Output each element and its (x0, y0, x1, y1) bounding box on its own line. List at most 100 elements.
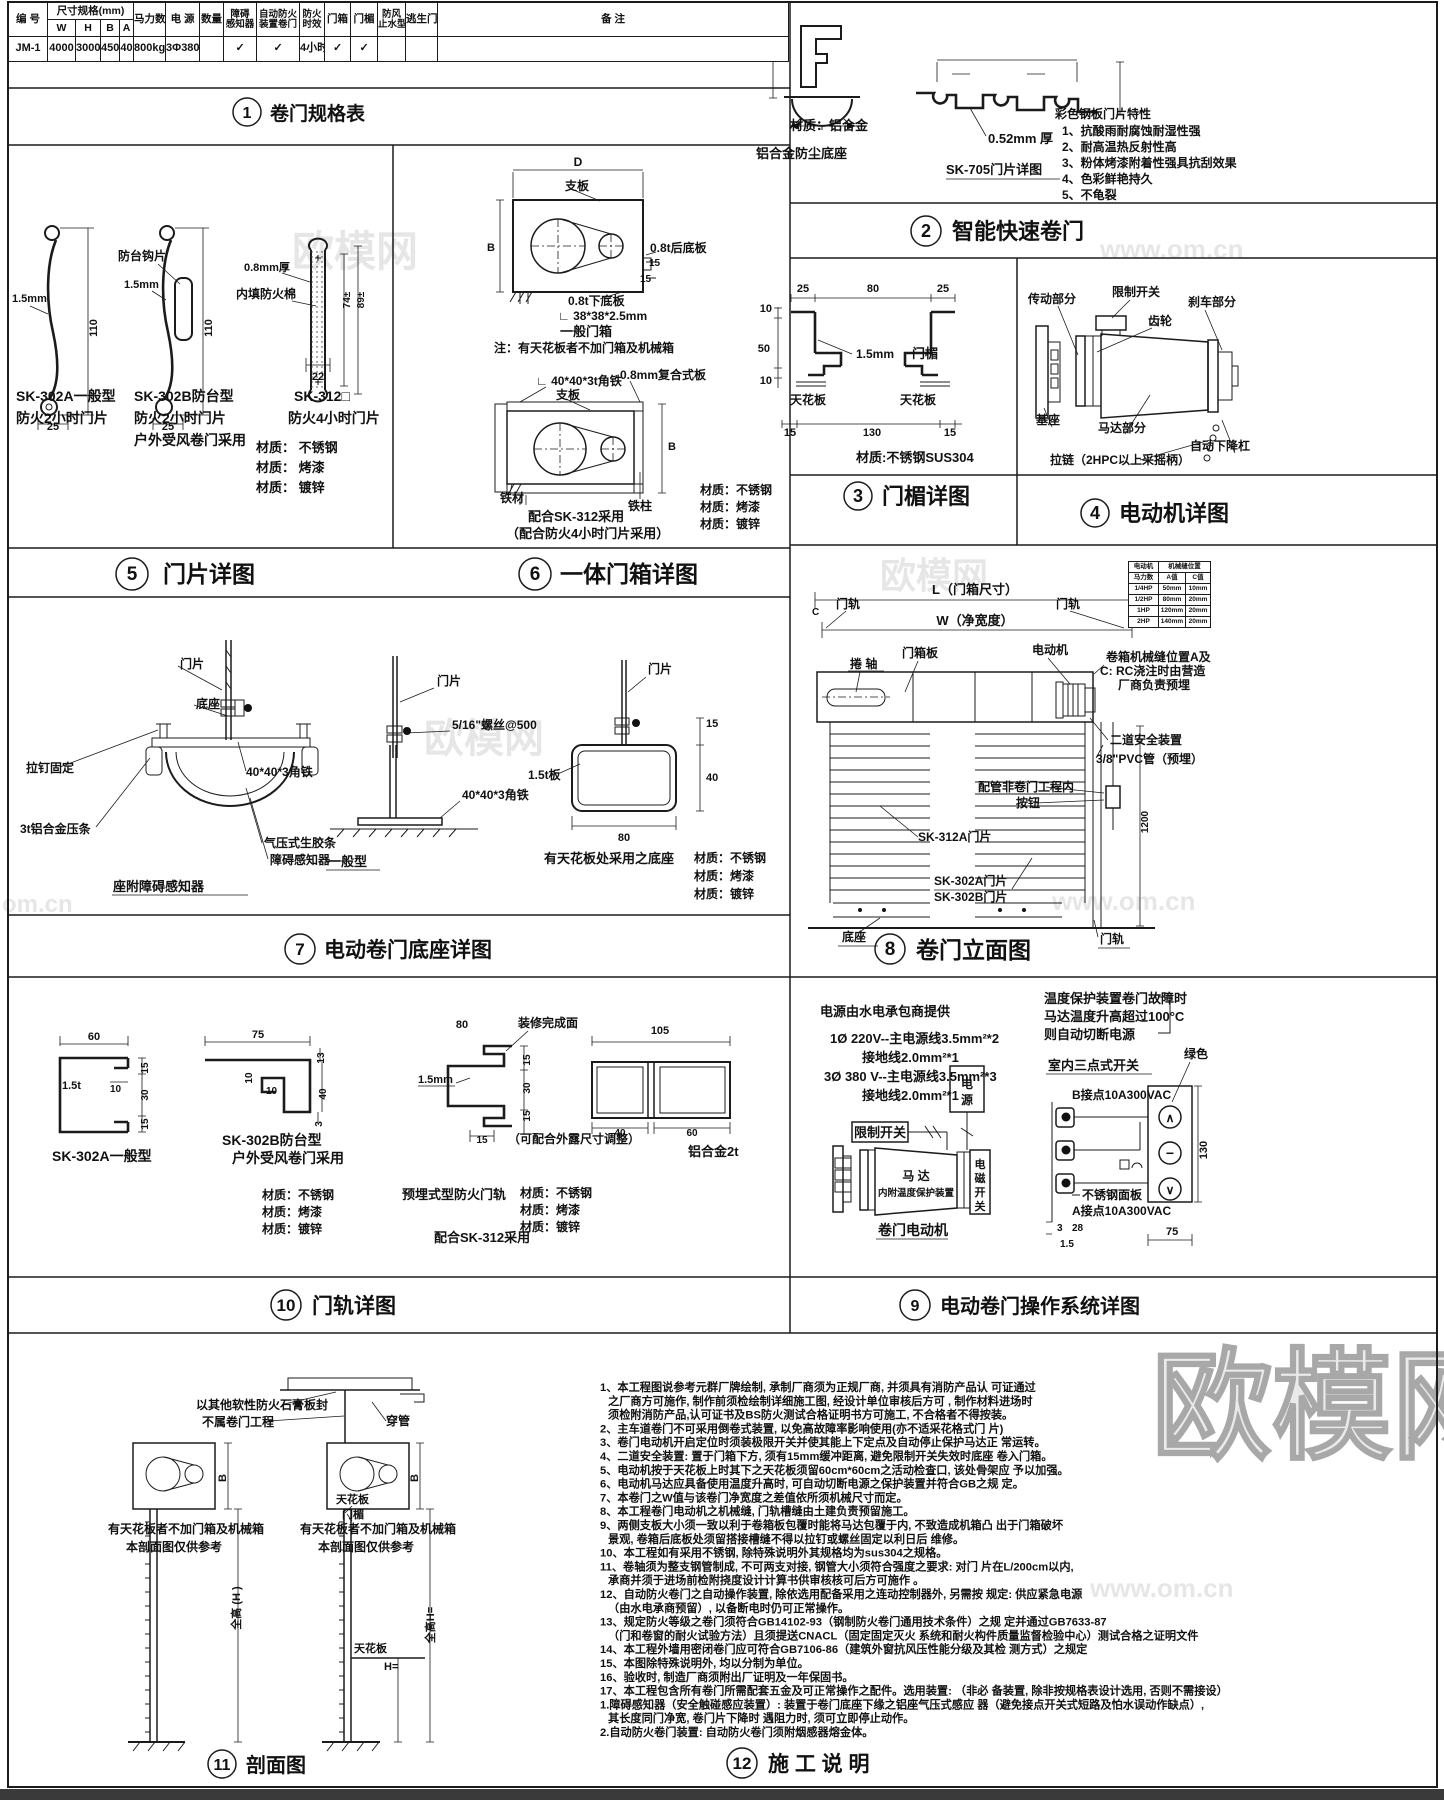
spec-cell-lintel: ✓ (350, 36, 379, 62)
p9-wire2: 接地线2.0mm²*1 (862, 1050, 959, 1065)
p11-ceiling: 天花板 (354, 1641, 388, 1655)
panel-section-drawing (128, 1377, 434, 1752)
panel-number: 7 (295, 940, 304, 959)
spec-col-power: 电 源 (165, 2, 201, 37)
spec-col-sensor: 障碍 感知器 (223, 2, 258, 37)
spec-cell-remark (437, 36, 790, 62)
construction-note-line: 承商并须于进场前检附挠度设计计算书供审核核可后方可施作 。 (607, 1573, 924, 1587)
p6-mat-3: 材质：镀锌 (699, 516, 760, 531)
p10-c-d1: 15 (522, 1054, 533, 1066)
p5-b-110: 110 (203, 319, 215, 337)
panel-number-circle (910, 215, 942, 247)
p11-b-r: B (409, 1474, 421, 1482)
panel-bases-drawing (59, 640, 704, 896)
p2-thickness: 0.52mm 厚 (988, 131, 1053, 146)
bottom-bar (0, 1789, 1444, 1800)
p8-base: 底座 (842, 929, 866, 944)
motor-gap-cell: 20mm (1185, 605, 1211, 617)
spec-cell-box: ✓ (324, 36, 352, 62)
p7-l-name: 座附障碍感知器 (112, 879, 205, 894)
p3-dim-10t: 10 (760, 303, 772, 315)
p5-a-name1: SK-302A一般型 (16, 388, 116, 404)
watermark: om.cn (2, 891, 73, 918)
p8-1200: 1200 (1140, 810, 1151, 833)
p10-mat1-2: 材质：烤漆 (261, 1204, 322, 1219)
p5-b-name2: 防火2小时门片 (134, 410, 226, 426)
p9-wire3: 3Ø 380 V--主电源线3.5mm²*3 (824, 1069, 997, 1084)
p3-material: 材质:不锈钢SUS304 (856, 450, 975, 465)
p7-m-slat: 门片 (437, 673, 461, 688)
construction-note-line: 景观, 卷箱后底板处须留搭接槽缝不得以拉钉或螺丝固定以利日后 维修。 (607, 1532, 964, 1546)
mt-col-a: A值 (1158, 572, 1186, 584)
p8-sk312: SK-312A门片 (918, 829, 991, 844)
p8-dim-w: W（净宽度） (936, 613, 1013, 628)
p9-temp3: 则自动切断电源 (1044, 1027, 1135, 1042)
panel-title-text: 智能快速卷门 (952, 219, 1084, 244)
watermark: www.om.cn (1089, 1573, 1234, 1603)
mt-col-hp: 马力数 (1128, 572, 1159, 584)
watermark: 欧模网 (1152, 1340, 1444, 1474)
p5-c-thk: 0.8mm厚 (244, 261, 290, 274)
p2-material: 材质：铝合金 (790, 118, 869, 133)
spec-cell-sensor: ✓ (223, 36, 258, 62)
p2-base-caption: 铝合金防尘底座 (756, 146, 847, 161)
p9-d15: 1.5 (1060, 1239, 1074, 1250)
p6-name1: 一般门箱 (560, 324, 612, 339)
p11-gypsum1: 以其他软性防火石膏板封 (196, 1397, 328, 1412)
spec-col-auto-line2: 装置卷门 (259, 18, 298, 30)
p6-note: 注：有天花板者不加门箱及机械箱 (494, 340, 674, 355)
p9-acontact: A接点10A300VAC (1072, 1203, 1171, 1218)
p10-c-finish: 装修完成面 (517, 1015, 578, 1030)
p7-l-rubber: 气压式生胶条 (263, 835, 337, 850)
construction-note-line: 16、验收时, 制造厂商须附出厂证明及一年保固书。 (600, 1670, 854, 1684)
spec-col-h: H (75, 19, 101, 37)
p3-dim-15l: 15 (784, 427, 796, 439)
panel-number: 2 (921, 221, 931, 241)
spec-cell-escape (405, 36, 439, 62)
spec-col-fire-line1: 防火 (302, 8, 322, 20)
p9-panel: 不锈钢面板 (1082, 1187, 1143, 1202)
spec-col-hp: 马力数 (133, 2, 167, 37)
p5-c-name1: SK-312□ (294, 388, 350, 404)
p5-mat-3: 材质： 镀锌 (256, 480, 325, 495)
panel-number: 10 (277, 1296, 296, 1315)
p9-mag3: 开 (975, 1186, 986, 1199)
construction-note-line: 2.自动防火卷门装置: 自动防火卷门须附烟感器熔金体。 (600, 1725, 873, 1739)
p7-mat-3: 材质：镀锌 (693, 886, 754, 901)
p10-mat2-1: 材质：不锈钢 (519, 1185, 592, 1200)
p10-a-d1: 15 (140, 1062, 151, 1074)
panel-title-text: 剖面图 (246, 1753, 306, 1777)
p7-m-screw: 5/16"螺丝@500 (452, 717, 537, 732)
p9-btn-stop: − (1166, 1145, 1174, 1161)
p11-note1l: 有天花板者不加门箱及机械箱 (108, 1521, 264, 1536)
p3-dim-130: 130 (863, 427, 881, 439)
p7-m-name: 一般型 (328, 854, 367, 869)
p10-c-80: 80 (456, 1019, 468, 1031)
p8-c: C (812, 607, 819, 618)
p10-mat1-3: 材质：镀锌 (261, 1221, 322, 1236)
p11-note2l: 本剖面图仅供参考 (126, 1539, 222, 1554)
construction-note-line: 2、主车道卷门不可采用倒卷式装置, 以免高故障率影响使用(亦不适采花格式门 片) (600, 1421, 1004, 1435)
p3-dim-50: 50 (758, 343, 770, 355)
p10-d-60: 60 (686, 1128, 698, 1139)
p8-gapnote1: 卷箱机械缝位置A及 (1105, 649, 1212, 664)
p9-temp2: 马达温度升高超过100°C (1044, 1009, 1185, 1024)
construction-note-line: 11、卷轴须为整支钢管制成, 不可两支对接, 钢管大小须符合强度之要求: 对门 … (600, 1559, 1074, 1573)
p9-wire4: 接地线2.0mm²*1 (862, 1088, 959, 1103)
p3-ceiling-r: 天花板 (900, 392, 937, 407)
p6-dim-b2: B (668, 441, 676, 453)
p10-a-10: 10 (110, 1084, 122, 1095)
p10-c-name: 预埋式型防火门轨 (402, 1187, 506, 1202)
panel-number: 8 (885, 939, 896, 960)
p10-b-10a: 10 (244, 1072, 255, 1084)
p7-l-clamp: 3t铝合金压条 (20, 821, 92, 836)
p5-c-name2: 防火4小时门片 (288, 410, 380, 426)
p6-15b: 15 (640, 274, 652, 285)
p10-b-75: 75 (252, 1029, 264, 1041)
p2-feature-4: 4、色彩鲜艳持久 (1062, 171, 1154, 186)
